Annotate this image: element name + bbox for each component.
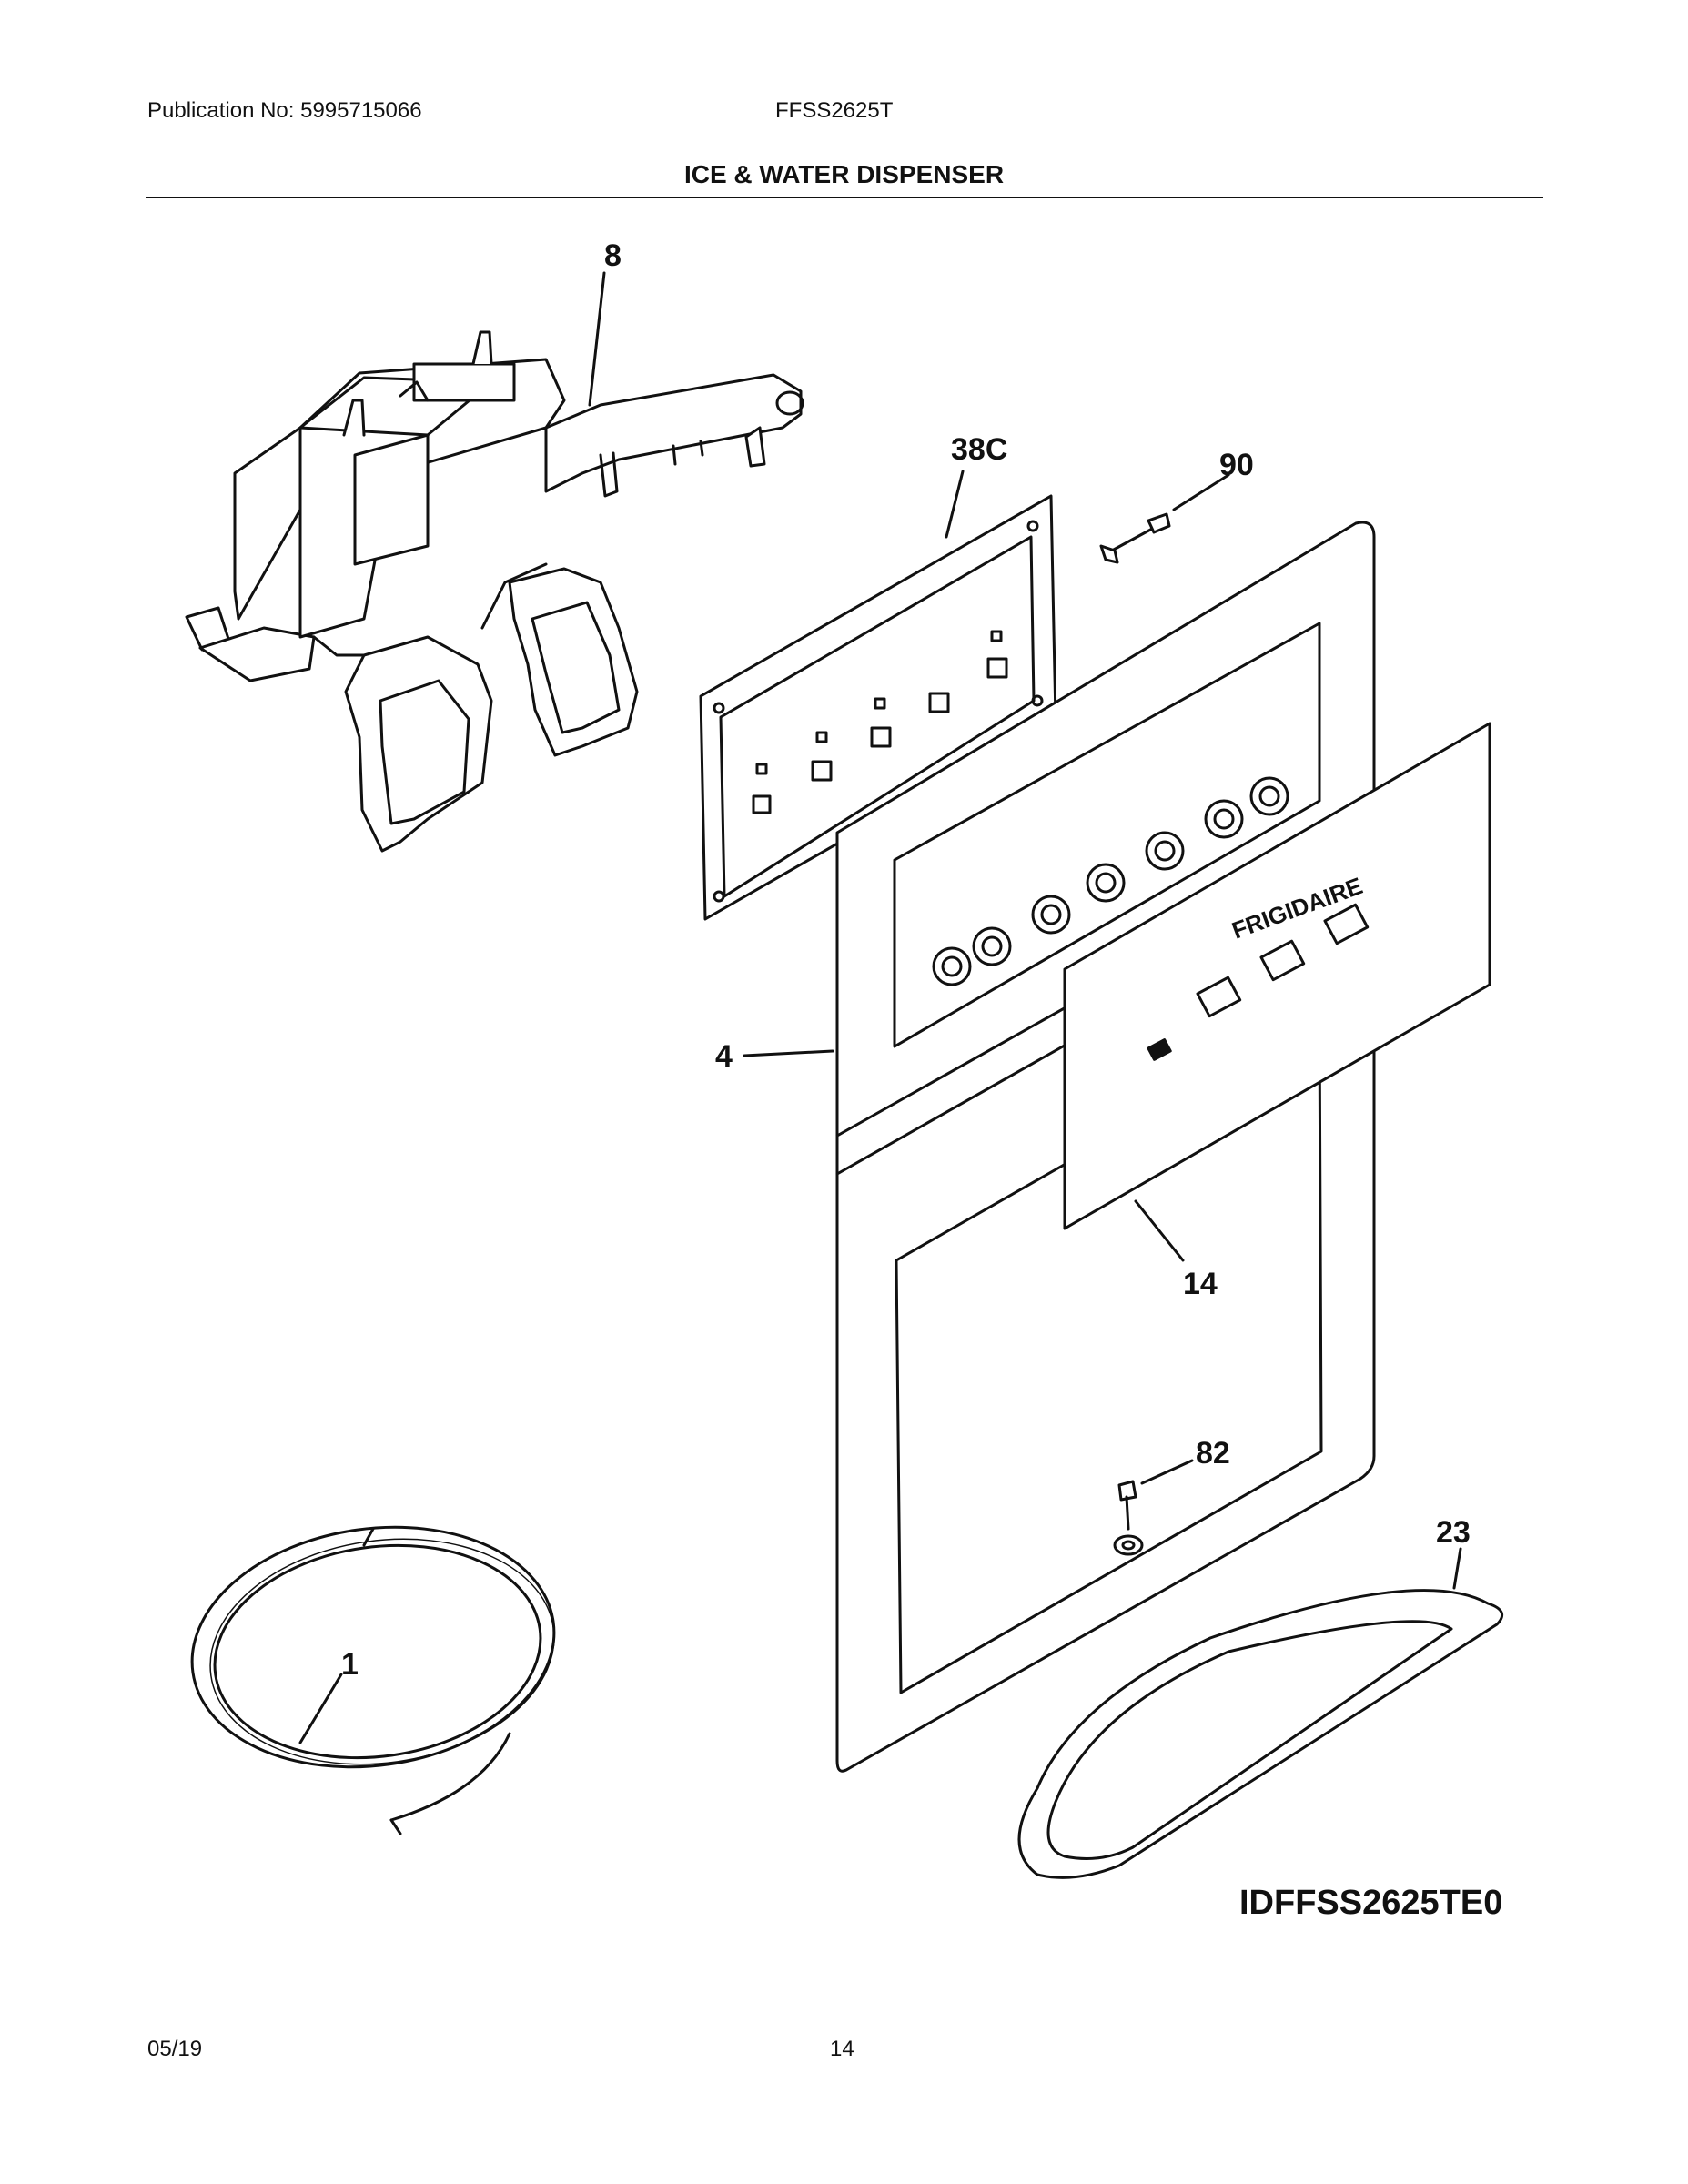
title-rule (146, 197, 1543, 198)
callout-23: 23 (1436, 1515, 1471, 1550)
callout-38c: 38C (951, 432, 1007, 467)
callout-1: 1 (341, 1647, 359, 1682)
publication-number: Publication No: 5995715066 (147, 98, 422, 123)
callout-14: 14 (1183, 1267, 1218, 1301)
part-38c-control-board (699, 470, 1057, 921)
callout-4: 4 (715, 1039, 733, 1074)
footer-date: 05/19 (147, 2037, 203, 2061)
part-14-overlay (1063, 722, 1491, 1262)
callout-90: 90 (1219, 448, 1254, 482)
page-title: ICE & WATER DISPENSER (683, 160, 1005, 188)
part-23-drip-tray (1017, 1547, 1504, 1879)
diagram-id-label: IDFFSS2625TE0 (1239, 1884, 1503, 1922)
callout-8: 8 (604, 238, 622, 273)
callout-82: 82 (1196, 1436, 1230, 1471)
part-82-screw (1117, 1459, 1194, 1531)
part-1-water-tubing (190, 1525, 556, 1835)
part-8-actuator-assembly (185, 271, 804, 853)
page-number: 14 (830, 2037, 854, 2061)
part-90-pin (1099, 473, 1230, 564)
model-number: FFSS2625T (775, 98, 894, 123)
